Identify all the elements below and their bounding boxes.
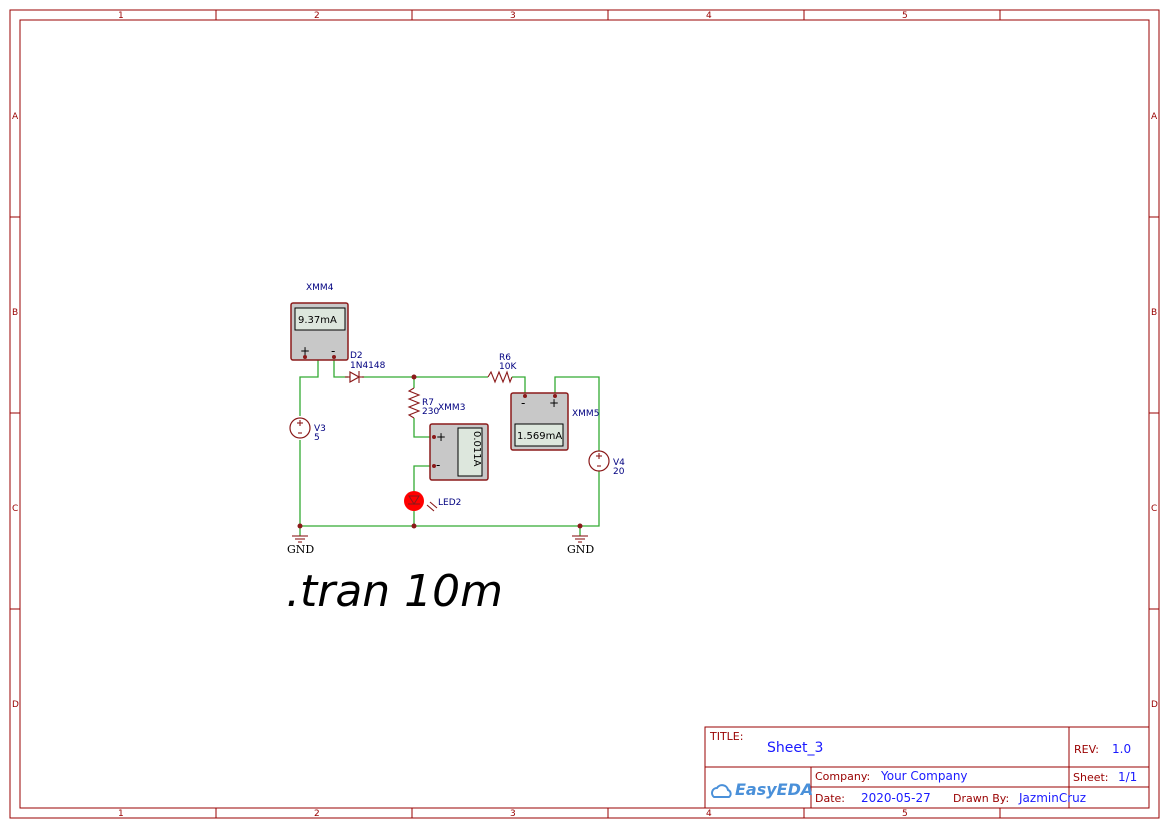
drawn-by-value[interactable]: JazminCruz <box>1018 791 1086 805</box>
title-key: TITLE: <box>709 730 743 743</box>
row-label-a-right: A <box>1151 112 1158 122</box>
xmm4-reading: 9.37mA <box>298 315 337 326</box>
logo-text: EasyEDA <box>735 780 813 799</box>
r7-ref-label: R7 <box>422 398 434 408</box>
d2-ref-label: D2 <box>350 351 363 361</box>
r6-resistor[interactable] <box>487 370 513 384</box>
xmm3-minus-sign: - <box>436 458 440 472</box>
simulation-directive[interactable]: .tran 10m <box>286 566 503 617</box>
gnd-label-left: GND <box>287 543 314 556</box>
title-block <box>704 726 1150 809</box>
v4-voltage-source[interactable] <box>588 450 610 472</box>
gnd-symbol-right <box>572 535 588 543</box>
col-label-5-top: 5 <box>902 11 908 21</box>
col-label-1-bottom: 1 <box>118 809 124 819</box>
col-label-2-top: 2 <box>314 11 320 21</box>
r6-value-label: 10K <box>499 362 517 372</box>
xmm5-plus-sign: + <box>549 396 559 410</box>
xmm4-minus-sign: - <box>331 344 335 358</box>
row-label-c-right: C <box>1151 504 1157 514</box>
rev-value[interactable]: 1.0 <box>1112 742 1131 756</box>
row-label-b-right: B <box>1151 308 1157 318</box>
zone-labels: 1 2 3 4 5 1 2 3 4 5 A B C D A B C D <box>12 11 1158 819</box>
xmm4-multimeter[interactable]: 9.37mA + - <box>290 302 349 361</box>
sheet-value[interactable]: 1/1 <box>1118 770 1137 784</box>
xmm5-reading: 1.569mA <box>517 431 562 442</box>
r6-ref-label: R6 <box>499 353 511 363</box>
outer-frame <box>9 9 1160 819</box>
column-dividers <box>215 10 1001 818</box>
xmm3-multimeter[interactable]: 0.011A + - <box>429 423 489 481</box>
v4-ref-label: V4 <box>613 458 625 468</box>
xmm5-multimeter[interactable]: 1.569mA - + <box>510 392 569 451</box>
xmm4-plus-sign: + <box>300 344 310 358</box>
col-label-3-top: 3 <box>510 11 516 21</box>
col-label-5-bottom: 5 <box>902 809 908 819</box>
col-label-2-bottom: 2 <box>314 809 320 819</box>
easyeda-logo: EasyEDA <box>711 780 813 799</box>
xmm3-reading: 0.011A <box>471 431 482 467</box>
company-key: Company: <box>815 770 870 783</box>
gnd-label-right: GND <box>567 543 594 556</box>
col-label-4-bottom: 4 <box>706 809 712 819</box>
sheet-title[interactable]: Sheet_3 <box>767 740 823 756</box>
r7-value-label: 230 <box>422 407 439 417</box>
led2-ref-label: LED2 <box>438 498 461 508</box>
xmm4-ref-label: XMM4 <box>306 283 334 293</box>
sheet-key: Sheet: <box>1073 771 1109 784</box>
xmm5-ref-label: XMM5 <box>572 409 599 419</box>
d2-value-label: 1N4148 <box>350 361 386 371</box>
xmm3-plus-sign: + <box>436 430 446 444</box>
v3-value-label: 5 <box>314 433 320 443</box>
junction-dots <box>297 374 583 529</box>
led2-light-emitting-diode[interactable] <box>404 491 438 512</box>
cloud-icon <box>711 784 732 798</box>
d2-diode[interactable] <box>345 370 364 384</box>
row-label-d-right: D <box>1151 700 1158 710</box>
col-label-1-top: 1 <box>118 11 124 21</box>
date-key: Date: <box>815 792 845 805</box>
row-label-b-left: B <box>12 308 18 318</box>
drawn-by-key: Drawn By: <box>953 792 1009 805</box>
wires <box>299 360 600 536</box>
v4-value-label: 20 <box>613 467 625 477</box>
col-label-4-top: 4 <box>706 11 712 21</box>
rev-key: REV: <box>1074 743 1099 756</box>
xmm5-minus-sign: - <box>521 396 525 410</box>
row-label-c-left: C <box>12 504 18 514</box>
v3-ref-label: V3 <box>314 424 326 434</box>
row-label-a-left: A <box>12 112 19 122</box>
xmm3-ref-label: XMM3 <box>438 403 465 413</box>
inner-frame <box>19 19 1150 809</box>
row-dividers <box>10 216 1159 610</box>
col-label-3-bottom: 3 <box>510 809 516 819</box>
date-value[interactable]: 2020-05-27 <box>861 791 931 805</box>
r7-resistor[interactable] <box>407 387 421 419</box>
gnd-symbol-left <box>292 535 308 543</box>
row-label-d-left: D <box>12 700 19 710</box>
v3-voltage-source[interactable] <box>289 417 311 439</box>
company-value[interactable]: Your Company <box>880 769 968 783</box>
